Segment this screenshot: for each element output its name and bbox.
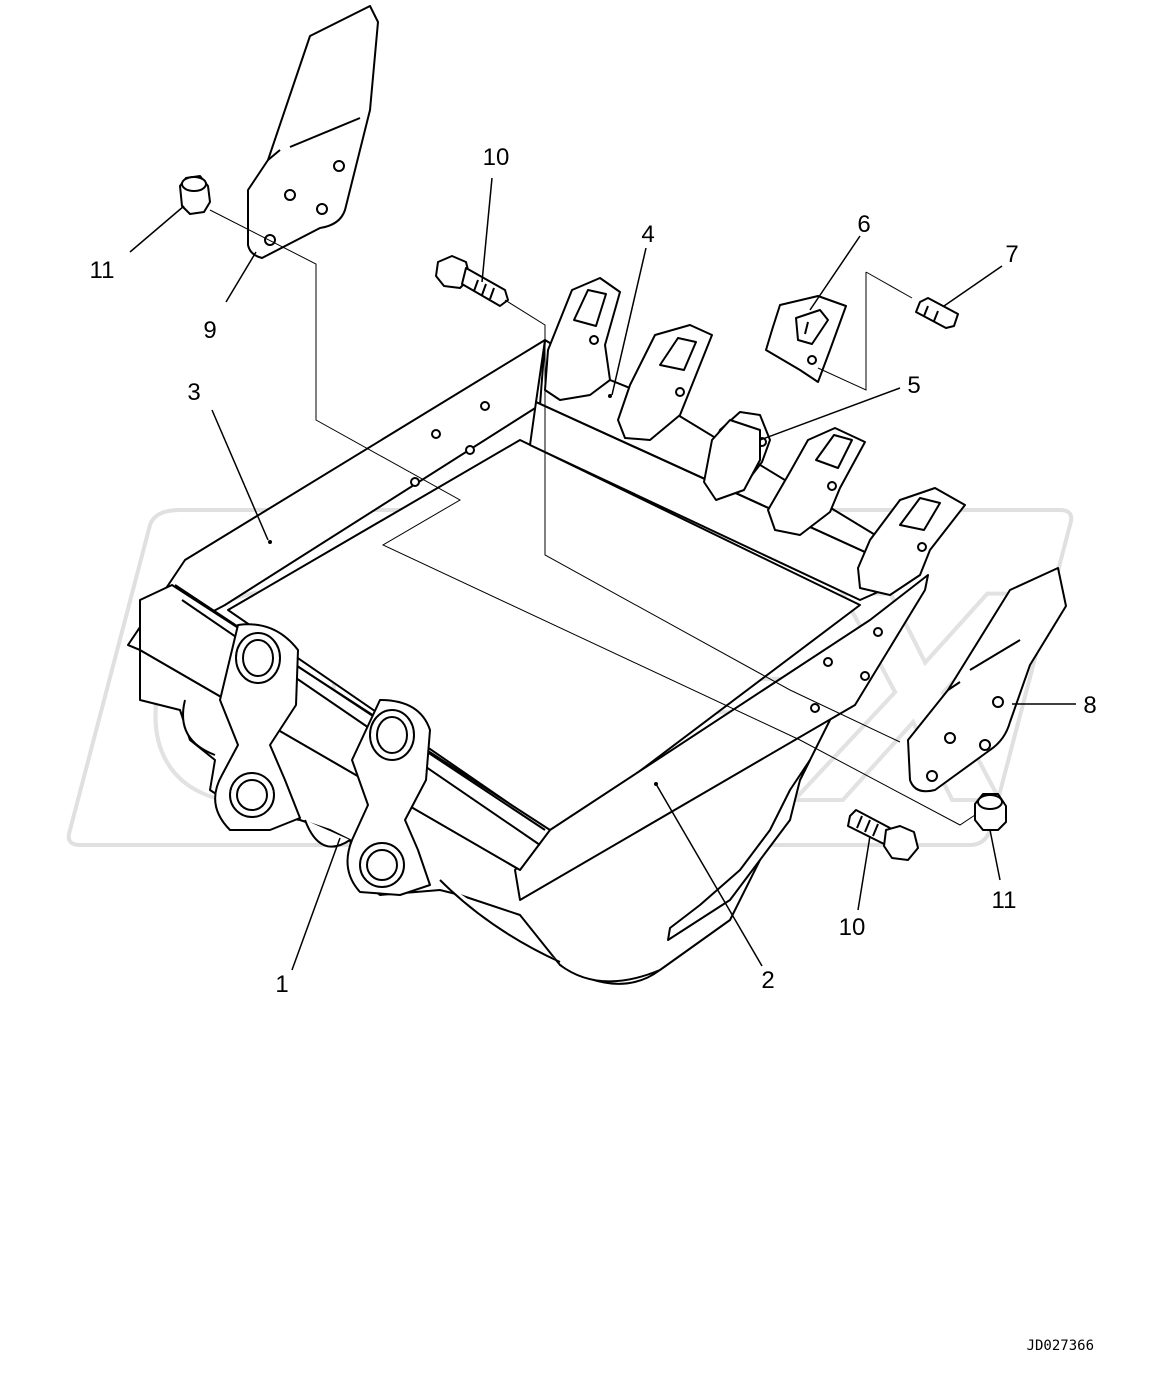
leader-lines (129, 177, 1076, 971)
callout-6: 6 (857, 211, 870, 238)
side-cutter-right (907, 567, 1067, 793)
leader-dots (268, 394, 658, 786)
assembly-lines (209, 209, 976, 826)
callout-3: 3 (187, 379, 200, 406)
link-bracket-right (346, 699, 431, 896)
teeth-row (544, 277, 966, 596)
pin (915, 297, 959, 329)
callout-11-right: 11 (992, 887, 1017, 914)
bolt-bottom (847, 809, 919, 861)
callout-10-top: 10 (483, 144, 510, 171)
callout-4: 4 (641, 221, 654, 248)
tooth-point-exploded (765, 295, 847, 383)
callout-11-left: 11 (90, 257, 115, 284)
bucket-shell (139, 649, 831, 985)
callout-5: 5 (907, 372, 920, 399)
callout-10-bottom: 10 (839, 914, 866, 941)
bolt-top (435, 255, 509, 307)
side-cutter-left (247, 5, 379, 259)
nut-left (179, 175, 211, 215)
callout-9: 9 (203, 317, 216, 344)
link-bracket-left (214, 623, 301, 831)
drawing-code: JD027366 (1027, 1338, 1094, 1354)
callout-2: 2 (761, 967, 774, 994)
callout-7: 7 (1005, 241, 1018, 268)
side-plate-right (514, 574, 929, 901)
callout-8: 8 (1083, 692, 1096, 719)
nut-right (974, 793, 1007, 831)
callout-1: 1 (275, 971, 288, 998)
callout-labels: 1 2 3 4 5 6 7 8 9 10 10 11 11 (90, 144, 1097, 998)
